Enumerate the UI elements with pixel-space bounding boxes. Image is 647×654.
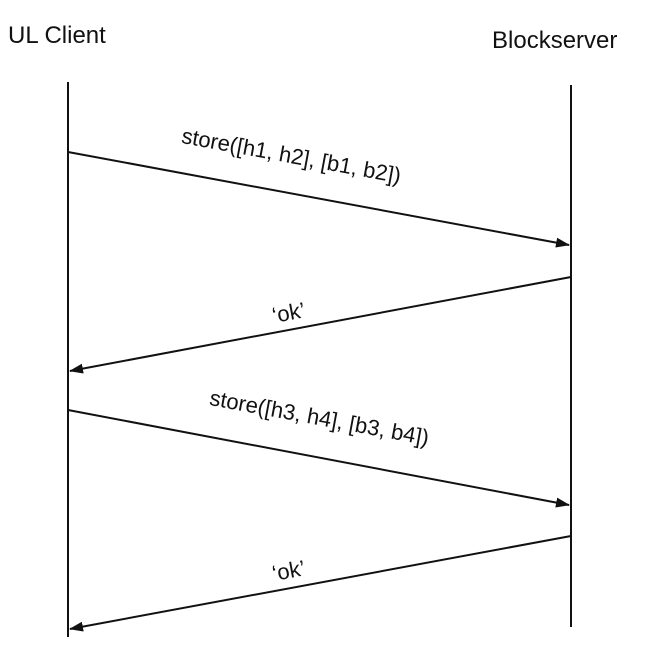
actor-ul-client-label: UL Client (8, 22, 106, 49)
message-label-4: ‘ok’ (270, 555, 307, 586)
message-arrow-2 (69, 276, 572, 374)
message-label-3: store([h3, h4], [b3, b4]) (208, 385, 431, 450)
message-label-2: ‘ok’ (270, 297, 307, 328)
actor-blockserver-label: Blockserver (492, 27, 618, 54)
message-arrow-3 (67, 409, 570, 508)
message-arrow-1 (67, 151, 570, 248)
message-arrow-4 (69, 535, 572, 632)
